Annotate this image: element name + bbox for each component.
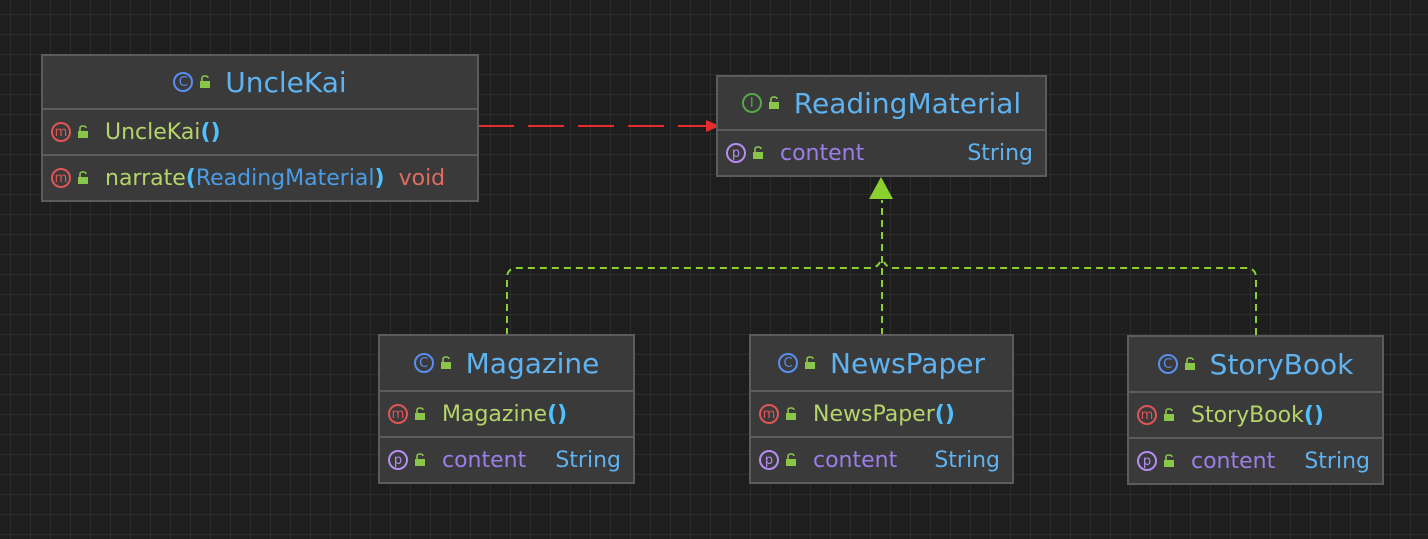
property-icon: p [1137, 451, 1157, 471]
method-icon: m [1137, 405, 1157, 425]
property-name: content [780, 140, 865, 166]
method-param-type: ReadingMaterial [195, 165, 375, 191]
method-name: NewsPaper [813, 401, 935, 427]
method-open-paren: ( [185, 165, 196, 191]
property-icon: p [726, 143, 746, 163]
class-newspaper[interactable]: C NewsPaper m NewsPaper() p content Stri… [749, 334, 1014, 484]
method-parens: () [200, 119, 221, 145]
class-header: C StoryBook [1129, 337, 1382, 393]
class-header: C Magazine [380, 336, 633, 392]
property-type: String [934, 447, 1000, 473]
method-icon: m [759, 404, 779, 424]
constructor-row[interactable]: m Magazine() [380, 392, 633, 438]
property-name: content [813, 447, 898, 473]
method-icon: m [51, 168, 71, 188]
class-storybook[interactable]: C StoryBook m StoryBook() p content Stri… [1127, 335, 1384, 485]
method-name: narrate [105, 165, 186, 191]
interface-name: ReadingMaterial [793, 86, 1022, 120]
public-lock-icon [200, 75, 211, 88]
property-row[interactable]: p content String [380, 438, 633, 482]
public-lock-icon [78, 125, 88, 138]
realization-edges [506, 200, 1257, 335]
method-name: UncleKai [105, 119, 201, 145]
property-row[interactable]: p content String [751, 438, 1012, 482]
class-name: NewsPaper [830, 346, 985, 380]
class-unclekai[interactable]: C UncleKai m UncleKai() m narrate(Readin… [41, 54, 479, 202]
realization-edge-storybook [883, 261, 1257, 335]
property-type: String [555, 447, 621, 473]
method-icon: m [51, 122, 71, 142]
realization-arrowhead [869, 177, 893, 199]
method-name: StoryBook [1191, 402, 1304, 428]
class-header: C NewsPaper [751, 336, 1012, 392]
method-name: Magazine [442, 401, 548, 427]
public-lock-icon [415, 407, 425, 420]
public-lock-icon [805, 356, 816, 369]
class-header: C UncleKai [43, 56, 477, 110]
public-lock-icon [768, 96, 779, 109]
class-name: StoryBook [1209, 347, 1354, 381]
public-lock-icon [78, 171, 88, 184]
constructor-row[interactable]: m NewsPaper() [751, 392, 1012, 438]
method-parens: () [1303, 402, 1324, 428]
public-lock-icon [1164, 408, 1174, 421]
class-icon: C [778, 353, 799, 373]
property-row[interactable]: p content String [718, 131, 1045, 175]
realization-edge-magazine [506, 261, 881, 335]
property-name: content [1191, 448, 1276, 474]
property-type: String [1304, 448, 1370, 474]
interface-header: I ReadingMaterial [718, 77, 1045, 131]
public-lock-icon [1164, 454, 1174, 467]
property-type: String [967, 140, 1033, 166]
interface-readingmaterial[interactable]: I ReadingMaterial p content String [716, 75, 1047, 177]
property-icon: p [759, 450, 779, 470]
dependency-arrowhead [706, 120, 720, 132]
property-icon: p [388, 450, 408, 470]
public-lock-icon [753, 146, 763, 159]
property-row[interactable]: p content String [1129, 439, 1382, 483]
constructor-row[interactable]: m UncleKai() [43, 110, 477, 156]
class-magazine[interactable]: C Magazine m Magazine() p content String [378, 334, 635, 484]
constructor-row[interactable]: m StoryBook() [1129, 393, 1382, 439]
public-lock-icon [786, 407, 796, 420]
method-parens: () [934, 401, 955, 427]
public-lock-icon [440, 356, 451, 369]
interface-icon: I [741, 93, 762, 113]
public-lock-icon [1184, 357, 1195, 370]
class-name: Magazine [465, 346, 600, 380]
property-name: content [442, 447, 527, 473]
public-lock-icon [786, 453, 796, 466]
public-lock-icon [415, 453, 425, 466]
class-name: UncleKai [225, 65, 347, 99]
method-row[interactable]: m narrate(ReadingMaterial) void [43, 156, 477, 200]
class-icon: C [413, 353, 434, 373]
method-return-type: void [398, 165, 446, 191]
method-icon: m [388, 404, 408, 424]
class-icon: C [173, 72, 194, 92]
method-parens: () [547, 401, 568, 427]
method-close-paren: ) [374, 165, 385, 191]
class-icon: C [1157, 354, 1178, 374]
